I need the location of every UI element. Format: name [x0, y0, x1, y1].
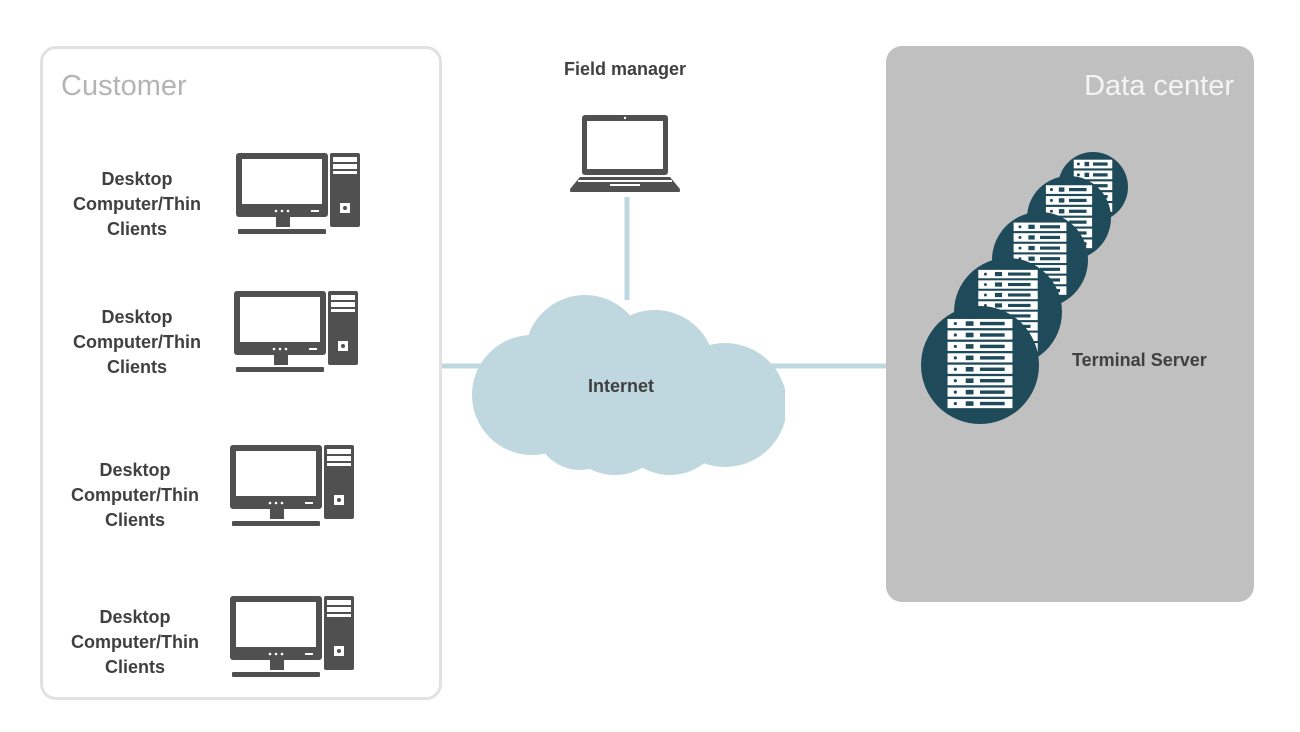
data-center-title: Data center	[1084, 70, 1234, 102]
laptop-icon	[570, 115, 680, 192]
terminal-server-label: Terminal Server	[1072, 350, 1207, 370]
desktop-computer-icon	[230, 445, 354, 526]
server-disc	[921, 306, 1039, 424]
cloud-icon	[472, 295, 785, 475]
customer-title: Customer	[61, 70, 187, 102]
desktop-computer-icon	[236, 153, 360, 234]
desktop-computer-icon	[234, 291, 358, 372]
desktop-computer-icon	[230, 596, 354, 677]
field-manager-label: Field manager	[564, 59, 687, 79]
internet-label: Internet	[588, 376, 655, 396]
server-rack-icon	[921, 152, 1128, 424]
